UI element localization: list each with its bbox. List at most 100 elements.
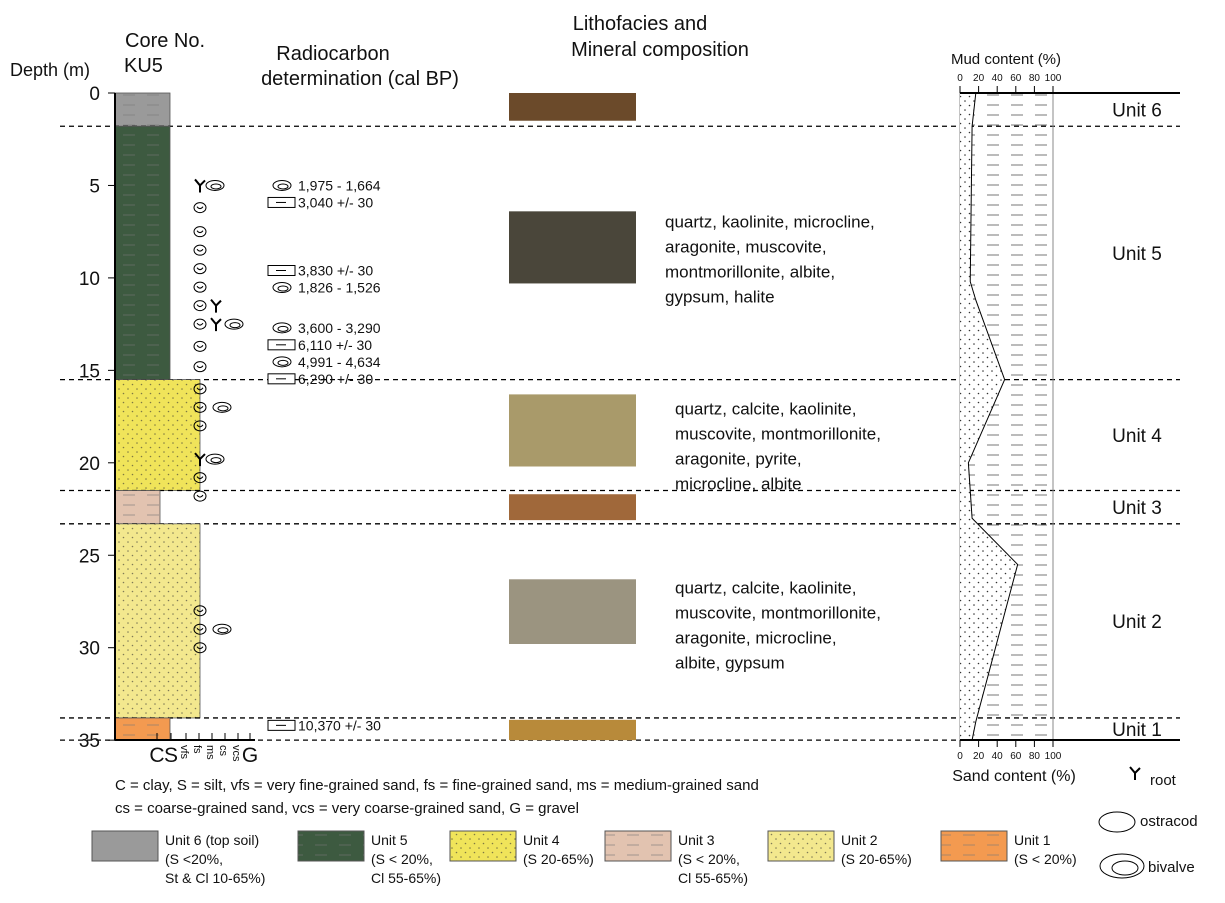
lithofacies-photo [509, 494, 636, 521]
radiocarbon-date: 10,370 +/- 30 [298, 717, 381, 733]
ostracod-icon-detail [196, 609, 204, 613]
legend-swatch [91, 830, 159, 862]
depth-tick-label: 15 [79, 361, 100, 382]
root-icon [210, 317, 222, 332]
grain-tick-label: ms [204, 745, 216, 760]
bivalve-icon-detail [277, 285, 289, 292]
legend-label: St & Cl 10-65%) [165, 870, 265, 886]
mud-tick-label: 100 [1045, 73, 1062, 84]
depth-tick-label: 5 [89, 176, 100, 197]
ostracod-icon-detail [196, 424, 204, 428]
ostracod-icon [193, 605, 207, 617]
core-no-label: Core No. [125, 30, 205, 52]
sand-tick-label: 40 [992, 751, 1004, 762]
depth-tick-label: 0 [89, 84, 100, 105]
radiocarbon-date: 3,600 - 3,290 [298, 320, 381, 336]
unit-label: Unit 1 [1112, 720, 1162, 741]
ostracod-icon-detail [196, 365, 204, 369]
ostracod-icon [193, 642, 207, 654]
legend-bivalve-icon [1099, 853, 1145, 879]
ostracod-icon [193, 401, 207, 413]
legend-label: (S 20-65%) [841, 851, 912, 867]
ostracod-icon-detail [196, 248, 204, 252]
ostracod-icon [193, 340, 207, 352]
lithofacies-title: Lithofacies and [573, 13, 708, 35]
grain-tick-label: fs [191, 745, 203, 754]
radiocarbon-date: 3,040 +/- 30 [298, 194, 373, 210]
legend-bivalve-label: bivalve [1148, 859, 1195, 876]
core-unit-pattern [115, 523, 200, 718]
legend-label: (S 20-65%) [523, 851, 594, 867]
legend-swatch-pattern [941, 831, 1007, 861]
ostracod-icon [193, 281, 207, 293]
legend-label: Cl 55-65%) [678, 870, 748, 886]
sand-mud-boundary-line [967, 92, 1019, 741]
ostracod-icon [193, 383, 207, 395]
bivalve-icon-detail [229, 322, 241, 329]
lithofacies-photo [509, 719, 636, 741]
ostracod-icon [193, 420, 207, 432]
bivalve-icon-detail [217, 627, 229, 634]
grain-tick-label: vfs [178, 745, 190, 760]
bivalve-icon-detail [210, 183, 222, 190]
mineral-composition-text: aragonite, microcline, [675, 629, 837, 648]
mineral-composition-text: quartz, calcite, kaolinite, [675, 399, 856, 418]
sand-tick-label: 60 [1010, 751, 1022, 762]
legend-label: Unit 3 [678, 832, 715, 848]
lithofacies-photo [509, 394, 636, 467]
radiocarbon-date: 1,975 - 1,664 [298, 177, 381, 193]
legend-swatch-pattern [298, 831, 364, 861]
lithofacies-photo [509, 579, 636, 645]
ostracod-icon [193, 361, 207, 373]
mineral-composition-text: muscovite, montmorillonite, [675, 604, 881, 623]
lithofacies-photo [509, 93, 636, 121]
depth-tick-label: 30 [79, 639, 100, 660]
root-icon [194, 452, 206, 467]
bivalve-icon-detail [277, 359, 289, 366]
mud-content-title: Mud content (%) [951, 51, 1061, 68]
grain-tick-label: S [164, 744, 178, 767]
ostracod-icon-detail [196, 406, 204, 409]
core-unit-pattern [115, 93, 170, 127]
mineral-composition-text: muscovite, montmorillonite, [675, 424, 881, 443]
grain-tick-label: G [242, 744, 258, 767]
ostracod-icon [193, 263, 207, 275]
mineral-composition-text: aragonite, pyrite, [675, 449, 802, 468]
ostracod-icon [193, 623, 207, 635]
bivalve-icon-detail [277, 325, 289, 332]
depth-tick-label: 35 [79, 731, 100, 752]
depth-tick-label: 10 [79, 269, 100, 290]
bivalve-icon-detail [210, 457, 222, 464]
ostracod-icon-detail [196, 344, 204, 348]
radiocarbon-subtitle: determination (cal BP) [261, 68, 459, 90]
mineral-composition-text: quartz, calcite, kaolinite, [675, 579, 856, 598]
ostracod-icon [193, 490, 207, 502]
ostracod-icon [193, 300, 207, 312]
legend-root-label: root [1150, 772, 1177, 789]
bivalve-icon-detail [217, 405, 229, 412]
ostracod-icon-detail [196, 322, 204, 326]
lithofacies-photo [509, 211, 636, 284]
legend-label: (S < 20%) [1014, 851, 1077, 867]
ostracod-icon-detail [196, 627, 204, 631]
ostracod-icon [193, 472, 207, 484]
legend-label: (S < 20%, [371, 851, 433, 867]
unit-label: Unit 3 [1112, 498, 1162, 519]
sand-tick-label: 0 [957, 751, 963, 762]
mineral-composition-text: gypsum, halite [665, 288, 775, 307]
depth-label: Depth (m) [10, 60, 90, 80]
ostracod-icon-detail [196, 476, 204, 480]
legend-swatch-pattern [605, 831, 671, 861]
depth-tick-label: 20 [79, 454, 100, 475]
radiocarbon-date: 3,830 +/- 30 [298, 263, 373, 279]
core-unit-pattern [115, 490, 160, 524]
mineral-composition-text: montmorillonite, albite, [665, 263, 835, 282]
legend-swatch-pattern [768, 831, 834, 861]
legend-label: Unit 6 (top soil) [165, 832, 259, 848]
legend-label: Cl 55-65%) [371, 870, 441, 886]
ostracod-icon [193, 226, 207, 238]
ostracod-icon-detail [196, 304, 204, 308]
sand-tick-label: 20 [973, 751, 985, 762]
mud-tick-label: 0 [957, 73, 963, 84]
